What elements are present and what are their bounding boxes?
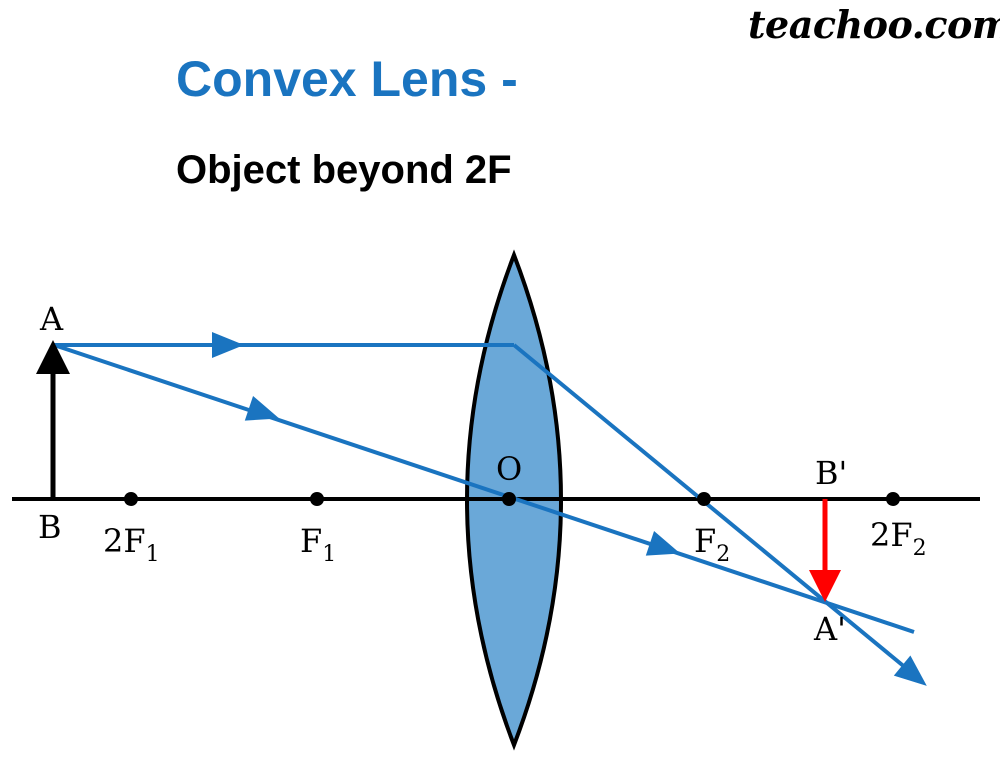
label-a-prime: A' — [813, 610, 846, 648]
label-f1: F1 — [300, 522, 336, 567]
page-title: Convex Lens - — [176, 51, 518, 107]
ray-arrowhead — [212, 332, 244, 358]
label-f2: F2 — [694, 522, 730, 567]
label-2f1-main: 2F — [103, 522, 146, 560]
label-f2-main: F — [694, 522, 716, 560]
ray-arrowhead — [244, 395, 280, 421]
ray-arrowhead — [893, 655, 927, 686]
label-a: A — [39, 300, 64, 338]
brand-logo: teachoo.com — [748, 2, 1000, 47]
object-arrowhead — [36, 340, 70, 374]
ray-arrowhead — [645, 530, 681, 556]
label-f1-sub: 1 — [322, 542, 336, 567]
label-2f2: 2F2 — [870, 516, 927, 561]
point-2f1 — [124, 492, 138, 506]
ray-refracted-through-f2 — [512, 343, 914, 675]
label-f1-main: F — [300, 522, 322, 560]
label-b: B — [38, 508, 62, 546]
point-2f2 — [886, 492, 900, 506]
label-2f2-sub: 2 — [913, 536, 927, 561]
point-optical-centre — [502, 492, 516, 506]
label-o: O — [496, 450, 522, 488]
label-2f2-main: 2F — [870, 516, 913, 554]
point-f2 — [697, 492, 711, 506]
label-2f1-sub: 1 — [146, 542, 160, 567]
page-subtitle: Object beyond 2F — [176, 148, 512, 192]
ray-through-optical-centre — [53, 343, 915, 634]
image-arrowhead — [809, 570, 841, 602]
label-b-prime: B' — [815, 454, 847, 492]
point-f1 — [310, 492, 324, 506]
label-f2-sub: 2 — [716, 542, 730, 567]
label-2f1: 2F1 — [103, 522, 160, 567]
